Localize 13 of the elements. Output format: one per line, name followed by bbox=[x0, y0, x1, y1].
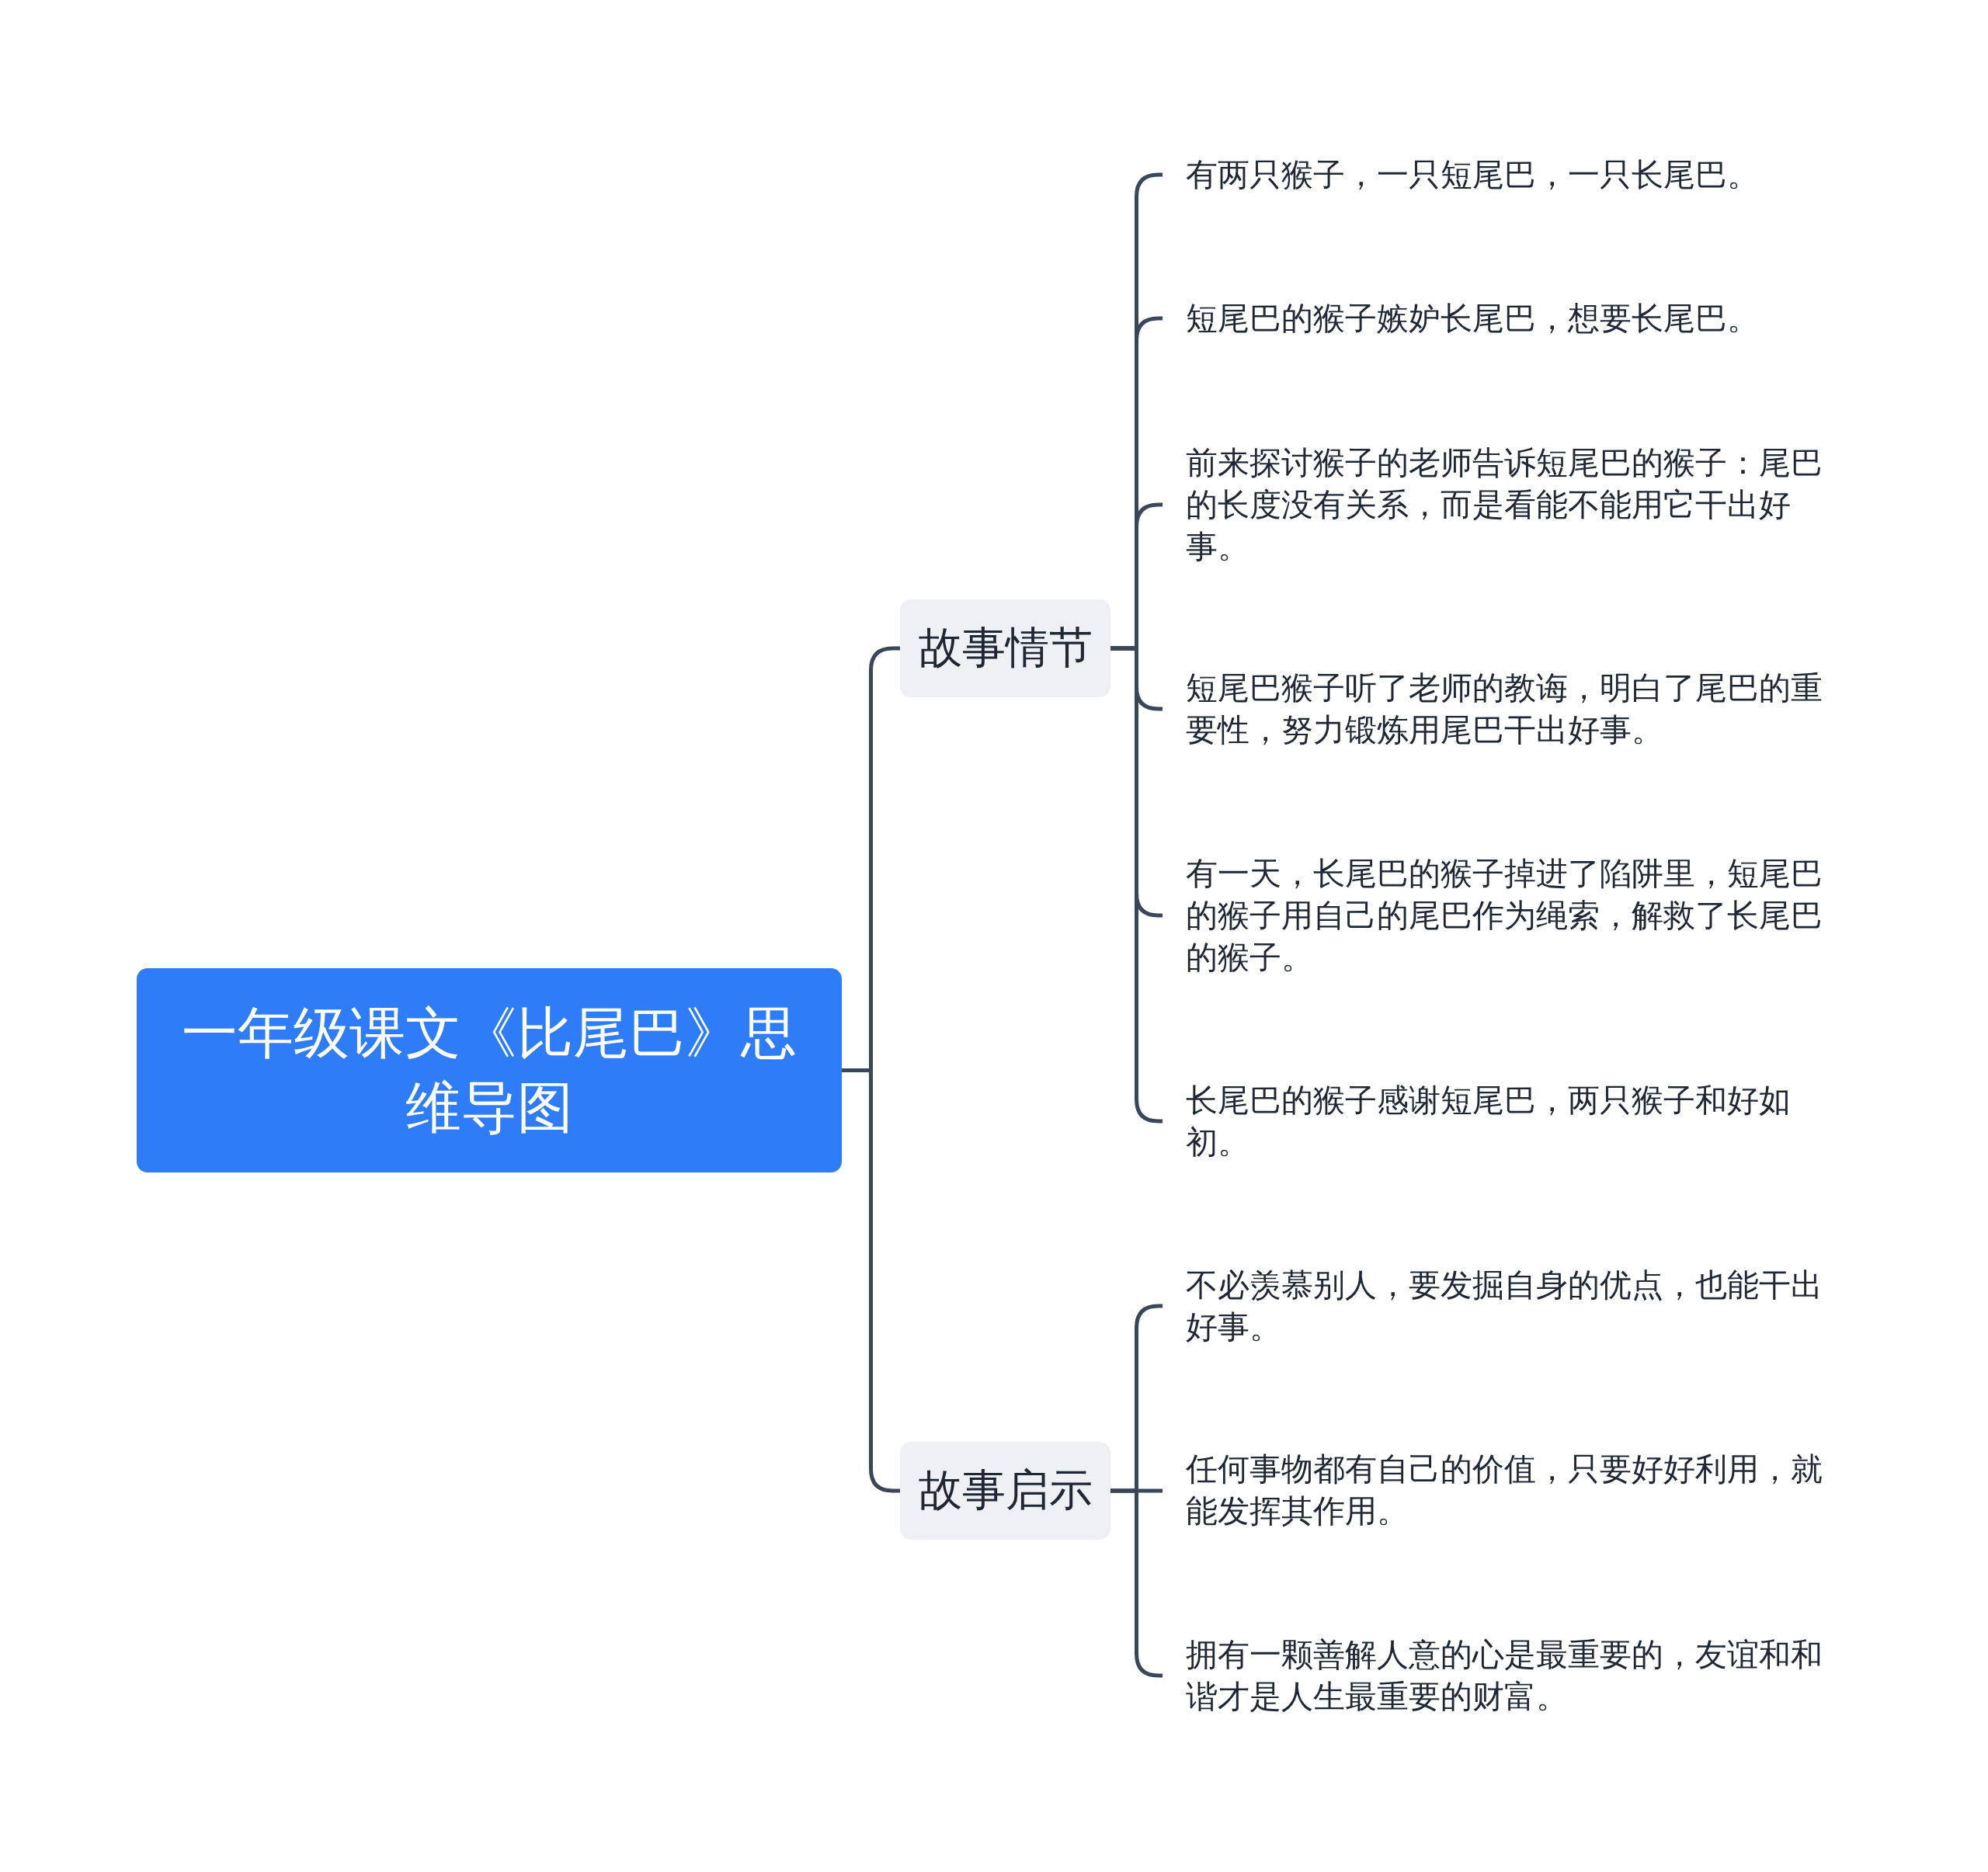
topic-text: 有两只猴子，一只短尾巴，一只长尾巴。 bbox=[1163, 154, 1838, 196]
topic-box: 故事启示 bbox=[900, 1442, 1110, 1540]
topic-text: 拥有一颗善解人意的心是最重要的，友谊和和谐才是人生最重要的财富。 bbox=[1163, 1634, 1838, 1717]
connector-line bbox=[842, 1068, 900, 1493]
topic-text: 任何事物都有自己的价值，只要好好利用，就能发挥其作用。 bbox=[1163, 1448, 1838, 1532]
topic-text: 不必羡慕别人，要发掘自身的优点，也能干出好事。 bbox=[1163, 1264, 1838, 1348]
topic-text: 长尾巴的猴子感谢短尾巴，两只猴子和好如初。 bbox=[1163, 1079, 1838, 1163]
topic-text: 短尾巴的猴子嫉妒长尾巴，想要长尾巴。 bbox=[1163, 297, 1838, 339]
topic-box: 故事情节 bbox=[900, 599, 1110, 697]
topic-text: 短尾巴猴子听了老师的教诲，明白了尾巴的重要性，努力锻炼用尾巴干出好事。 bbox=[1163, 667, 1838, 751]
root-topic-box: 一年级课文《比尾巴》思维导图 bbox=[137, 967, 842, 1172]
topic-text: 有一天，长尾巴的猴子掉进了陷阱里，短尾巴的猴子用自己的尾巴作为绳索，解救了长尾巴的猴子。 bbox=[1163, 853, 1838, 978]
topic-text: 前来探讨猴子的老师告诉短尾巴的猴子：尾巴的长度没有关系，而是看能不能用它干出好事。 bbox=[1163, 442, 1838, 568]
